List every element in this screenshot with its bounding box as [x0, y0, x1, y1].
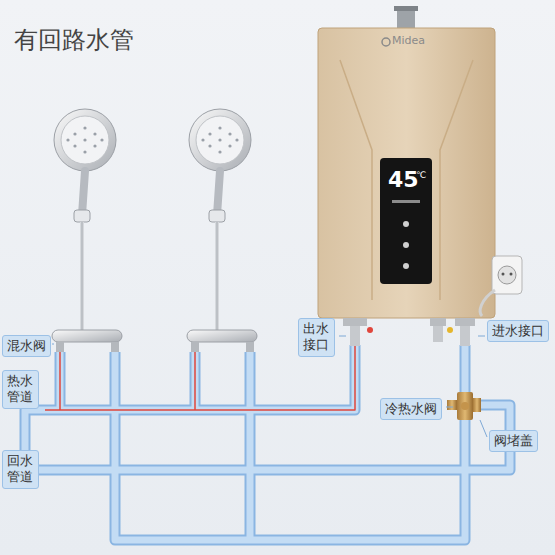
callout-box: 热水 管道	[2, 370, 39, 409]
callout-text: 热水 管道	[7, 373, 34, 406]
leader-line	[52, 336, 487, 437]
shower-set	[187, 109, 257, 352]
callout-box: 出水 接口	[298, 318, 335, 357]
callout-text: 阀堵盖	[494, 433, 533, 449]
callout-box: 冷热水阀	[380, 398, 442, 420]
callout-text: 冷热水阀	[385, 401, 437, 417]
shower-set	[52, 109, 122, 352]
display-reading: ℃	[416, 171, 426, 181]
power-socket	[480, 256, 522, 316]
callout-box: 混水阀	[2, 335, 51, 357]
callout-text: 混水阀	[7, 338, 46, 354]
cold-hot-valve	[447, 392, 481, 420]
callout-text: 回水 管道	[7, 453, 34, 486]
callout-box: 进水接口	[487, 320, 549, 342]
callout-box: 回水 管道	[2, 450, 39, 489]
pipe-network	[25, 345, 510, 540]
callout-text: 进水接口	[492, 323, 544, 339]
brand-logo: Midea	[392, 35, 425, 47]
diagram-title: 有回路水管	[14, 26, 134, 55]
callout-text: 出水 接口	[303, 321, 330, 354]
display-reading: 45	[388, 168, 419, 192]
water-heater	[318, 6, 495, 346]
callout-box: 阀堵盖	[489, 430, 538, 452]
